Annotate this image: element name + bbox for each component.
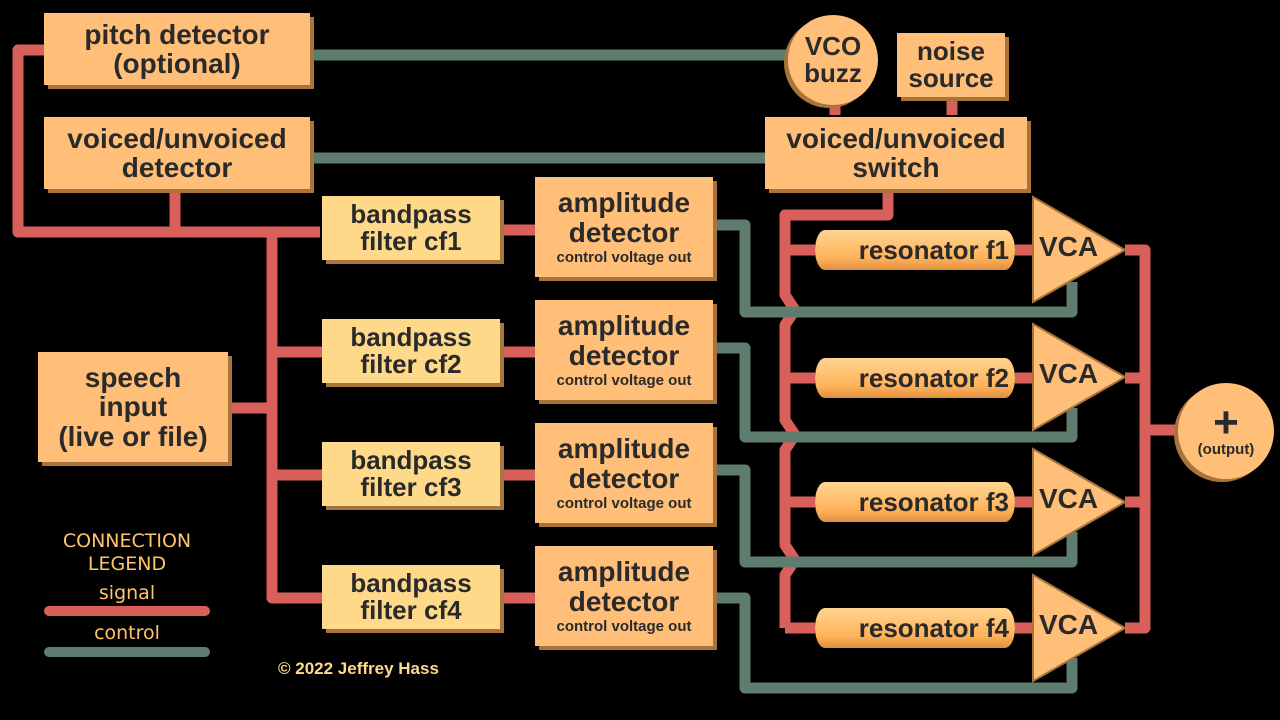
- vca-triangles: [1032, 195, 1128, 683]
- amplitude-detector-4: amplitude detector control voltage out: [535, 546, 713, 646]
- resonator-label: resonator f1: [858, 234, 1009, 265]
- noise-source-block: noise source: [897, 33, 1005, 97]
- bandpass-cf: filter cf1: [360, 226, 462, 256]
- vuv-switch-line2: switch: [852, 152, 940, 183]
- legend-title-2: LEGEND: [87, 552, 167, 575]
- speech-line1: speech: [84, 361, 182, 393]
- control-wires: [310, 49, 1078, 694]
- amp-label2: detector: [568, 585, 680, 617]
- speech-line2: input: [98, 391, 168, 423]
- amp-label2: detector: [568, 216, 680, 248]
- amp-label2: detector: [568, 339, 680, 371]
- vca-1: [1032, 195, 1128, 304]
- amp-label: amplitude: [557, 310, 691, 342]
- pitch-detector-line2: (optional): [113, 48, 241, 79]
- vuv-detector-line1: voiced/unvoiced: [67, 122, 287, 154]
- amplitude-detector-2: amplitude detector control voltage out: [535, 300, 713, 400]
- amp-label: amplitude: [557, 556, 691, 588]
- legend-title-1: CONNECTION: [62, 530, 192, 552]
- vca-label-3: VCA: [1033, 449, 1133, 555]
- bandpass-cf: filter cf3: [360, 472, 462, 502]
- bandpass-filter-1: bandpass filter cf1: [322, 196, 500, 260]
- bandpass-label: bandpass: [350, 198, 472, 229]
- speech-line3: (live or file): [58, 420, 208, 452]
- vuv-switch-block: voiced/unvoiced switch: [765, 117, 1027, 189]
- vuv-detector-block: voiced/unvoiced detector: [44, 117, 310, 189]
- amp-cv-label: control voltage out: [556, 249, 692, 267]
- copyright: © 2022 Jeffrey Hass: [278, 659, 439, 678]
- legend-control-label: control: [94, 622, 160, 645]
- resonator-label: resonator f4: [858, 612, 1009, 643]
- bandpass-label: bandpass: [350, 321, 472, 352]
- bandpass-filter-3: bandpass filter cf3: [322, 442, 500, 506]
- amp-label: amplitude: [557, 187, 691, 219]
- vca-text: VCA: [1039, 231, 1099, 262]
- resonator-f4: resonator f4: [815, 608, 1015, 648]
- vca-text: VCA: [1039, 609, 1099, 640]
- vuv-switch-line1: voiced/unvoiced: [786, 122, 1006, 154]
- bandpass-label: bandpass: [350, 567, 472, 598]
- noise-line1: noise: [917, 35, 985, 66]
- resonator-label: resonator f3: [858, 486, 1009, 517]
- plus-icon: +: [1213, 398, 1239, 448]
- vca-3: [1032, 447, 1128, 557]
- pitch-detector-block: pitch detector (optional): [44, 13, 310, 85]
- legend-signal-label: signal: [98, 581, 156, 604]
- vca-label-1: VCA: [1033, 197, 1133, 303]
- vca-label-2: VCA: [1033, 324, 1133, 430]
- resonator-label: resonator f2: [858, 362, 1009, 393]
- output-mixer: + (output): [1178, 383, 1274, 479]
- vca-4: [1032, 573, 1128, 683]
- amp-label2: detector: [568, 462, 680, 494]
- vco-line2: buzz: [804, 58, 862, 88]
- resonator-f2: resonator f2: [815, 358, 1015, 398]
- amp-cv-label: control voltage out: [556, 495, 692, 513]
- bandpass-label: bandpass: [350, 444, 472, 475]
- amp-label: amplitude: [557, 433, 691, 465]
- vca-label-4: VCA: [1033, 575, 1133, 681]
- legend-signal-swatch: [44, 606, 210, 617]
- output-label: (output): [1197, 441, 1255, 459]
- amp-cv-label: control voltage out: [556, 372, 692, 390]
- pitch-detector-line1: pitch detector: [84, 18, 270, 50]
- connection-legend: CONNECTION LEGEND signal control: [44, 530, 210, 658]
- vuv-detector-line2: detector: [121, 152, 233, 183]
- noise-line2: source: [908, 63, 994, 93]
- amplitude-detector-1: amplitude detector control voltage out: [535, 177, 713, 277]
- speech-input-block: speech input (live or file): [38, 352, 228, 462]
- bandpass-cf: filter cf4: [360, 595, 462, 625]
- bandpass-cf: filter cf2: [360, 349, 462, 379]
- vca-text: VCA: [1039, 358, 1099, 389]
- vco-line1: VCO: [804, 30, 862, 61]
- vca-text: VCA: [1039, 483, 1099, 514]
- amp-cv-label: control voltage out: [556, 618, 692, 636]
- legend-control-swatch: [44, 647, 210, 658]
- resonator-f3: resonator f3: [815, 482, 1015, 522]
- resonator-f1: resonator f1: [815, 230, 1015, 270]
- bandpass-filter-4: bandpass filter cf4: [322, 565, 500, 629]
- amplitude-detector-3: amplitude detector control voltage out: [535, 423, 713, 523]
- vca-2: [1032, 322, 1128, 432]
- vco-buzz-block: VCO buzz: [788, 15, 878, 105]
- bandpass-filter-2: bandpass filter cf2: [322, 319, 500, 383]
